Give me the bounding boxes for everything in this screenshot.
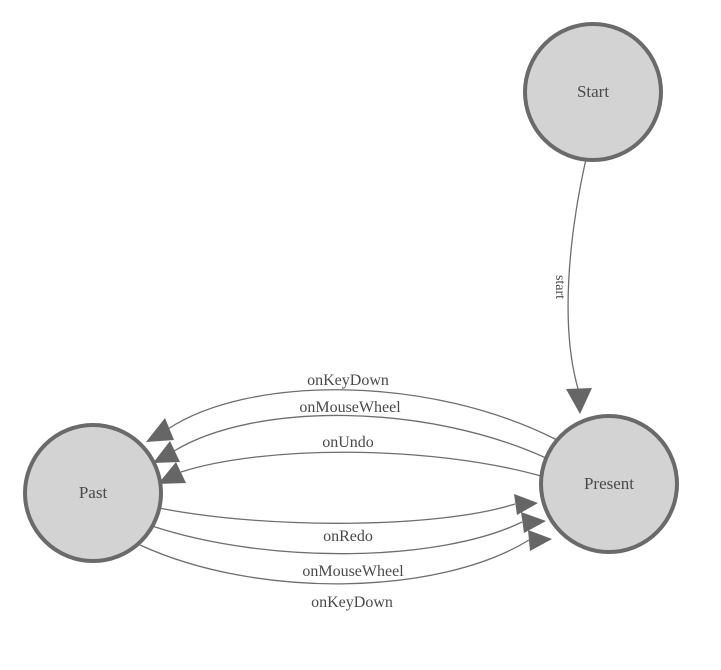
node-start-label: Start [577, 82, 609, 101]
node-present-circle[interactable] [539, 414, 679, 554]
edge-past-to-present-onmousewheel-line[interactable] [151, 521, 523, 555]
node-past-circle[interactable] [23, 423, 163, 563]
edge-label-onkeydown-upper: onKeyDown [307, 372, 389, 389]
edge-present-to-past-onkeydown-line[interactable] [167, 389, 558, 441]
edge-label-onundo: onUndo [322, 434, 374, 451]
edge-start-to-present-line[interactable] [567, 158, 587, 393]
node-start[interactable]: Start [523, 22, 663, 162]
edge-present-to-past-onmousewheel-arrowhead-icon [153, 441, 180, 463]
edge-label-onredo: onRedo [323, 528, 373, 545]
node-past[interactable]: Past [23, 423, 163, 563]
edge-present-to-past-onkeydown-arrowhead-icon [146, 418, 174, 442]
edge-label-onkeydown-lower: onKeyDown [311, 594, 393, 611]
edge-past-to-present-onmousewheel[interactable]: onMouseWheel [151, 512, 546, 580]
node-start-circle[interactable] [523, 22, 663, 162]
node-present-label: Present [584, 474, 634, 493]
edge-start-to-present[interactable]: start [552, 158, 592, 414]
edge-start-to-present-arrowhead-icon [566, 388, 592, 414]
edge-label-start: start [552, 275, 567, 299]
edge-present-to-past-onmousewheel[interactable]: onMouseWheel [153, 399, 547, 463]
edge-present-to-past-onundo[interactable]: onUndo [158, 434, 542, 484]
edge-past-to-present-onkeydown-line[interactable] [139, 539, 530, 585]
edge-present-to-past-onkeydown[interactable]: onKeyDown [146, 372, 558, 442]
edge-past-to-present-onkeydown[interactable]: onKeyDown [139, 530, 552, 611]
edge-past-to-present-onredo-line[interactable] [158, 503, 516, 524]
edge-present-to-past-onmousewheel-line[interactable] [173, 414, 547, 459]
edge-past-to-present-onredo[interactable]: onRedo [158, 494, 538, 545]
edge-label-onmousewheel-lower: onMouseWheel [302, 563, 404, 580]
edge-label-onmousewheel-upper: onMouseWheel [299, 399, 401, 416]
node-present[interactable]: Present [539, 414, 679, 554]
edge-past-to-present-onkeydown-arrowhead-icon [528, 530, 552, 551]
edge-present-to-past-onundo-line[interactable] [180, 451, 542, 477]
node-past-label: Past [79, 483, 108, 502]
edge-past-to-present-onmousewheel-arrowhead-icon [521, 512, 546, 533]
edge-past-to-present-onredo-arrowhead-icon [514, 494, 538, 515]
edge-present-to-past-onundo-arrowhead-icon [158, 462, 186, 484]
